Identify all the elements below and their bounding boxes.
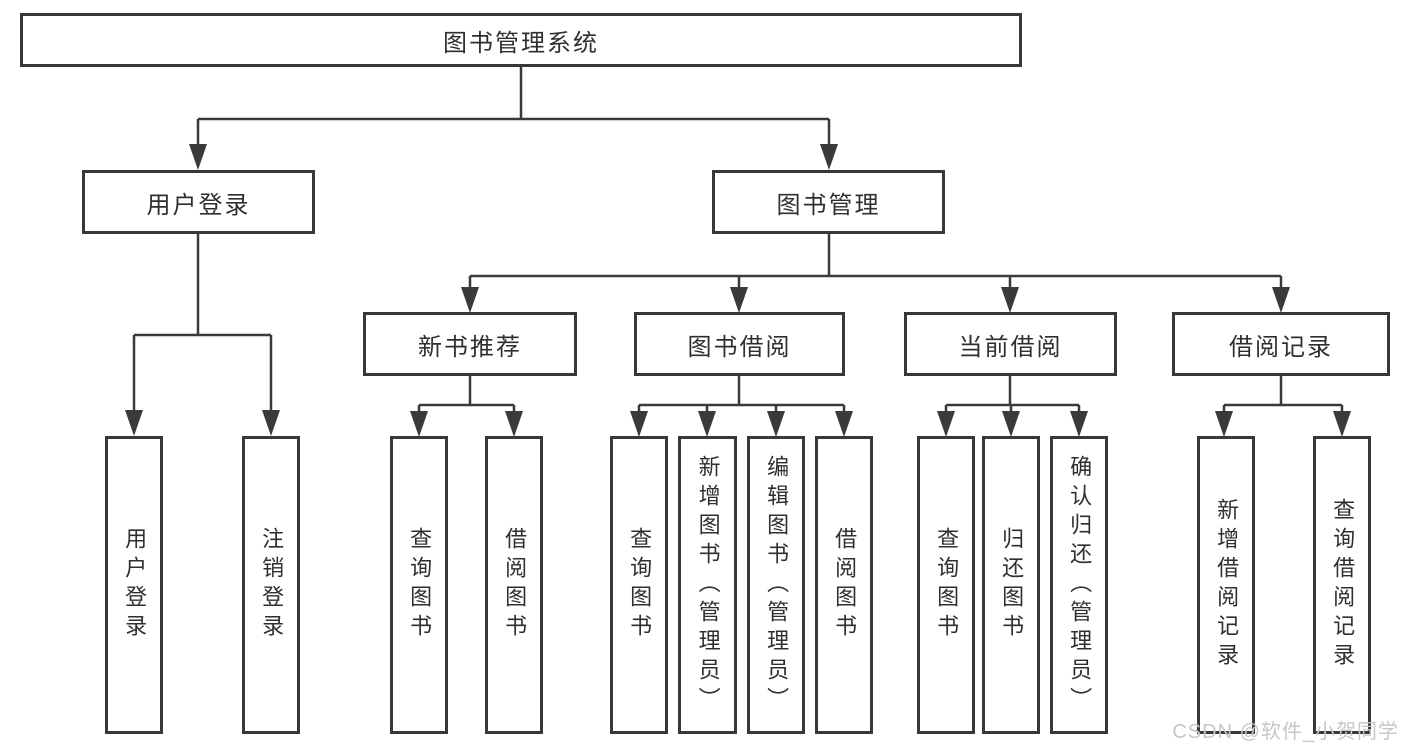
- node-borrowing-records: 借阅记录: [1172, 312, 1390, 376]
- node-new-book-recommend: 新书推荐: [363, 312, 577, 376]
- leaf-query-borrow-record: 查询借阅记录: [1313, 436, 1371, 734]
- leaf-return-books: 归还图书: [982, 436, 1040, 734]
- node-user-login: 用户登录: [82, 170, 315, 234]
- watermark: CSDN @软件_小贺同学: [1172, 721, 1399, 743]
- leaf-query-books-recommend: 查询图书: [390, 436, 448, 734]
- leaf-edit-books-admin: 编辑图书（管理员）: [747, 436, 805, 734]
- leaf-confirm-return-admin: 确认归还（管理员）: [1050, 436, 1108, 734]
- node-root-library-system: 图书管理系统: [20, 13, 1022, 67]
- leaf-query-books-borrowing: 查询图书: [610, 436, 668, 734]
- leaf-add-borrow-record: 新增借阅记录: [1197, 436, 1255, 734]
- node-book-management: 图书管理: [712, 170, 945, 234]
- leaf-query-books-current: 查询图书: [917, 436, 975, 734]
- leaf-borrow-books-borrowing: 借阅图书: [815, 436, 873, 734]
- leaf-user-login: 用户登录: [105, 436, 163, 734]
- node-book-borrowing: 图书借阅: [634, 312, 845, 376]
- leaf-borrow-books-recommend: 借阅图书: [485, 436, 543, 734]
- leaf-logout-login: 注销登录: [242, 436, 300, 734]
- leaf-add-books-admin: 新增图书（管理员）: [678, 436, 737, 734]
- node-current-borrowing: 当前借阅: [904, 312, 1117, 376]
